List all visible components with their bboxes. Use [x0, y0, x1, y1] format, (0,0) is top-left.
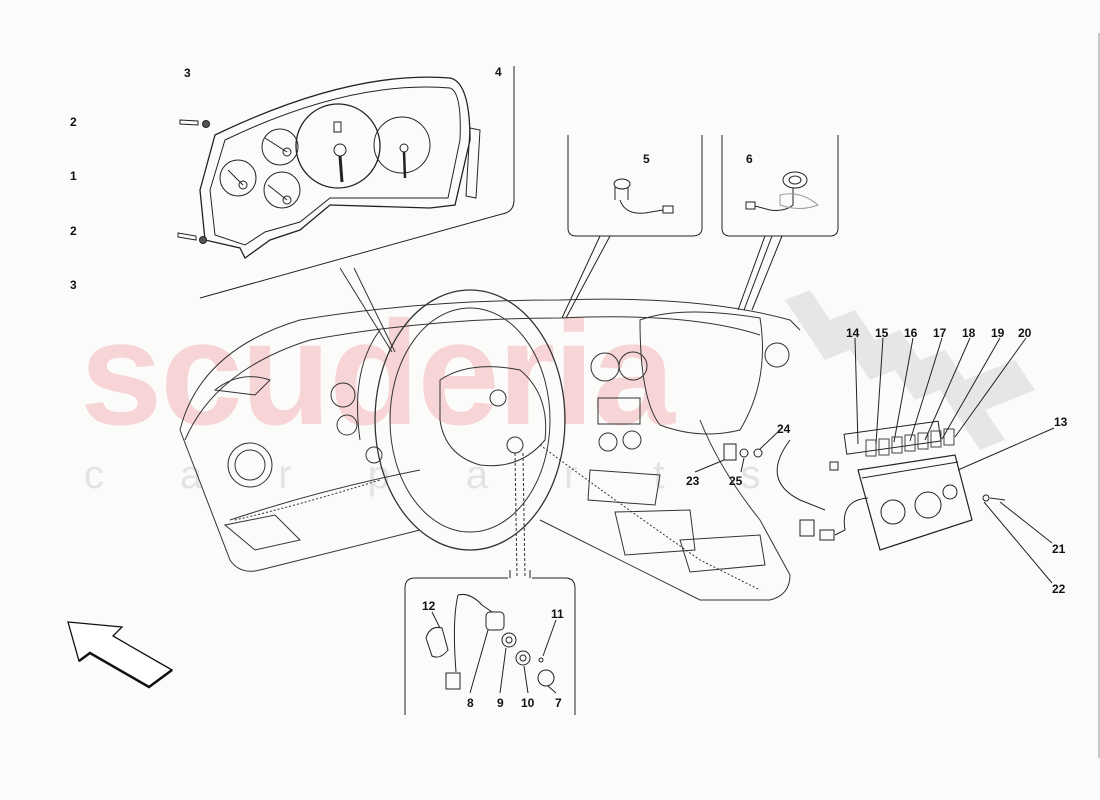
part-callout-24[interactable]: 24 [777, 422, 791, 436]
switch-panel-drawing [776, 337, 1055, 584]
watermark-car-parts: carparts [84, 453, 837, 497]
part-callout-3[interactable]: 3 [70, 278, 77, 292]
part-callout-18[interactable]: 18 [962, 326, 976, 340]
part-callout-2[interactable]: 2 [70, 115, 77, 129]
right-edge-line [1098, 33, 1100, 758]
parts-23-25-drawing [694, 429, 781, 473]
part-callout-15[interactable]: 15 [875, 326, 889, 340]
inset-ignition-switch [404, 570, 576, 715]
inset-instrument-cluster [177, 66, 515, 299]
part-callout-5[interactable]: 5 [643, 152, 650, 166]
part-callout-16[interactable]: 16 [904, 326, 918, 340]
part-callout-12[interactable]: 12 [422, 599, 436, 613]
part-callout-22[interactable]: 22 [1052, 582, 1066, 596]
part-callout-25[interactable]: 25 [729, 474, 743, 488]
part-callout-21[interactable]: 21 [1052, 542, 1066, 556]
inset-sensor-6 [721, 135, 839, 311]
part-callout-8[interactable]: 8 [467, 696, 474, 710]
part-callout-9[interactable]: 9 [497, 696, 504, 710]
part-callout-19[interactable]: 19 [991, 326, 1005, 340]
part-callout-14[interactable]: 14 [846, 326, 860, 340]
checkered-flag-watermark [785, 290, 1035, 450]
part-callout-23[interactable]: 23 [686, 474, 700, 488]
part-callout-11[interactable]: 11 [551, 607, 564, 621]
part-callout-2[interactable]: 2 [70, 224, 77, 238]
watermark-scuderia: scuderia [80, 291, 675, 456]
part-callout-7[interactable]: 7 [555, 696, 562, 710]
orientation-arrow-icon [67, 621, 174, 689]
part-callout-1[interactable]: 1 [70, 169, 77, 183]
part-callout-6[interactable]: 6 [746, 152, 753, 166]
part-callout-13[interactable]: 13 [1054, 415, 1068, 429]
dashboard-drawing [179, 267, 801, 601]
part-callout-3[interactable]: 3 [184, 66, 191, 80]
inset-sensor-5 [561, 135, 703, 319]
part-callout-20[interactable]: 20 [1018, 326, 1032, 340]
part-callout-17[interactable]: 17 [933, 326, 947, 340]
part-callout-10[interactable]: 10 [521, 696, 535, 710]
part-callout-4[interactable]: 4 [495, 65, 502, 79]
